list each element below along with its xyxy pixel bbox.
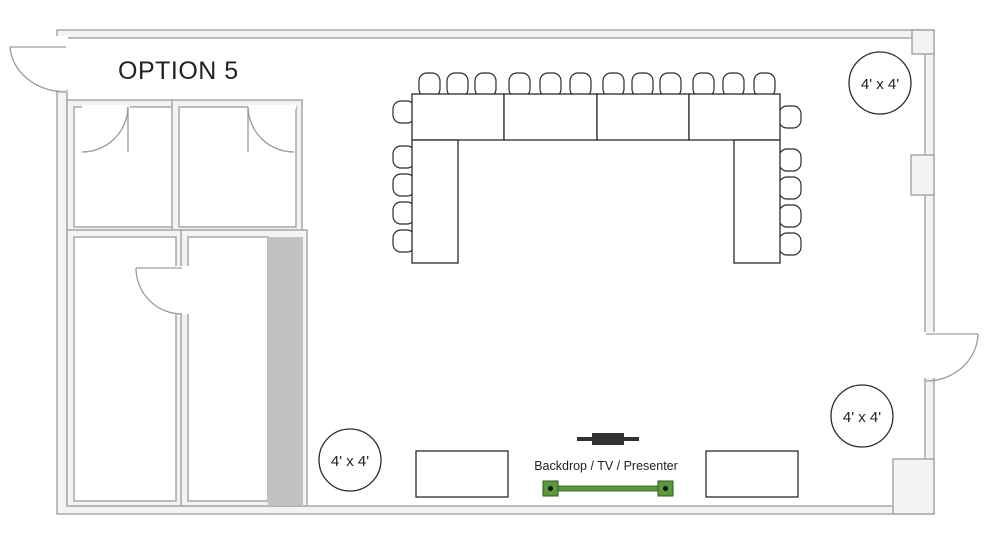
- table-top-4: [688, 93, 781, 141]
- presenter-label: Backdrop / TV / Presenter: [534, 459, 678, 473]
- small-room-right: [171, 99, 303, 233]
- lower-room-left: [66, 229, 184, 507]
- round-table-label: 4' x 4': [331, 453, 369, 470]
- lower-room-right: [180, 229, 308, 507]
- chairs-left-side: [392, 100, 416, 253]
- table-left-leg: [411, 139, 459, 264]
- backdrop-icon: [542, 480, 674, 497]
- table-top-1: [411, 93, 505, 141]
- entry-door-right: [924, 332, 979, 382]
- storage-strip: [268, 237, 303, 505]
- side-table-right: [705, 450, 799, 498]
- small-room-doors: [81, 105, 296, 153]
- chairs-right-side: [778, 105, 802, 256]
- wall-column-right: [910, 154, 935, 196]
- table-right-leg: [733, 139, 781, 264]
- round-table-label: 4' x 4': [843, 409, 881, 426]
- pillar-top-right: [911, 29, 935, 55]
- chairs-top-row: [418, 72, 776, 98]
- round-table-bottom-left: 4' x 4': [318, 428, 382, 492]
- table-top-3: [596, 93, 690, 141]
- lower-room-door: [135, 266, 190, 315]
- round-table-label: 4' x 4': [861, 76, 899, 93]
- u-shape-tables: [392, 72, 802, 264]
- round-table-bottom-right: 4' x 4': [830, 384, 894, 448]
- table-top-2: [503, 93, 598, 141]
- entry-door-top-left: [9, 36, 68, 93]
- side-table-left: [415, 450, 509, 498]
- small-room-left: [66, 99, 175, 233]
- tv-icon: [577, 433, 639, 445]
- round-table-top-right: 4' x 4': [848, 51, 912, 115]
- pillar-bottom-right: [892, 458, 935, 515]
- plan-title: OPTION 5: [118, 57, 239, 85]
